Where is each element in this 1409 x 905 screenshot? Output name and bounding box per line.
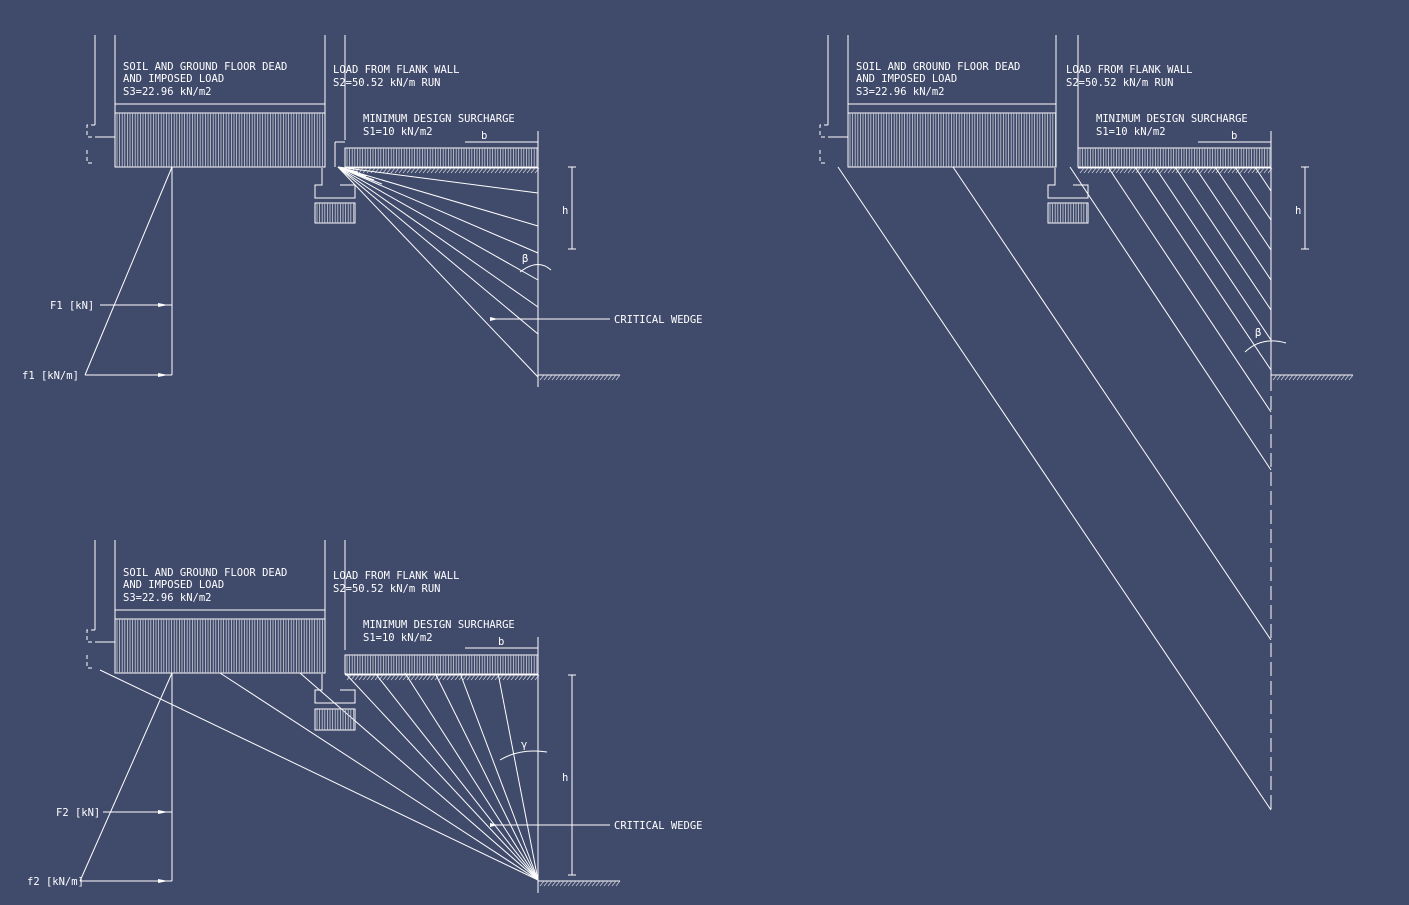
flank-footing bbox=[1047, 168, 1089, 199]
soil-load-hatch bbox=[847, 112, 1057, 168]
load-diagram-1 bbox=[84, 166, 173, 376]
surcharge-label: MINIMUM DESIGN SURCHARGE bbox=[363, 113, 515, 125]
soil-label: SOIL AND GROUND FLOOR DEAD bbox=[123, 61, 287, 73]
surcharge-label: S1=10 kN/m2 bbox=[363, 632, 433, 644]
f2-label: f2 [kN/m] bbox=[27, 876, 84, 888]
soil-label: AND IMPOSED LOAD bbox=[856, 73, 957, 85]
gamma-arc bbox=[499, 750, 548, 761]
soil-label: SOIL AND GROUND FLOOR DEAD bbox=[123, 567, 287, 579]
soil-load-hatch bbox=[114, 112, 326, 168]
soil-label: AND IMPOSED LOAD bbox=[123, 579, 224, 591]
b-label: b bbox=[498, 636, 504, 648]
surcharge-label: S1=10 kN/m2 bbox=[363, 126, 433, 138]
soil-label: S3=22.96 kN/m2 bbox=[856, 86, 945, 98]
flank-label: S2=50.52 kN/m RUN bbox=[333, 583, 440, 595]
surcharge-hatch bbox=[344, 654, 539, 675]
h-label: h bbox=[1295, 205, 1301, 217]
ground-hatch bbox=[538, 880, 621, 887]
surcharge-label: S1=10 kN/m2 bbox=[1096, 126, 1166, 138]
h-dimension bbox=[568, 166, 576, 250]
ground-hatch bbox=[1271, 374, 1354, 381]
soil-load-hatch bbox=[114, 618, 326, 674]
beta-label: β bbox=[522, 253, 528, 265]
surcharge-hatch bbox=[344, 147, 539, 168]
surcharge-label: MINIMUM DESIGN SURCHARGE bbox=[1096, 113, 1248, 125]
footing-hatch bbox=[314, 708, 356, 731]
b-label: b bbox=[481, 130, 487, 142]
flank-footing bbox=[314, 674, 356, 704]
h-label: h bbox=[562, 205, 568, 217]
surcharge-label: MINIMUM DESIGN SURCHARGE bbox=[363, 619, 515, 631]
trial-wedge-lines bbox=[337, 166, 539, 378]
ground-hatch bbox=[345, 167, 540, 174]
h-dimension bbox=[568, 674, 576, 876]
h-dimension bbox=[1301, 166, 1309, 250]
surcharge-hatch bbox=[1077, 147, 1272, 168]
trial-wedge-lines bbox=[99, 669, 539, 881]
critical-wedge-label: CRITICAL WEDGE bbox=[614, 314, 703, 326]
ground-hatch bbox=[1078, 167, 1273, 174]
footing-hatch bbox=[314, 202, 356, 224]
footing-hatch bbox=[1047, 202, 1089, 224]
ground-hatch bbox=[345, 674, 540, 681]
soil-label: SOIL AND GROUND FLOOR DEAD bbox=[856, 61, 1020, 73]
ground-hatch bbox=[538, 374, 621, 381]
panel-bottom-left: SOIL AND GROUND FLOOR DEAD AND IMPOSED L… bbox=[27, 540, 703, 893]
h-label: h bbox=[562, 772, 568, 784]
soil-label: AND IMPOSED LOAD bbox=[123, 73, 224, 85]
flank-label: LOAD FROM FLANK WALL bbox=[1066, 64, 1192, 76]
beta-label: β bbox=[1255, 327, 1261, 339]
gamma-label: γ bbox=[521, 739, 527, 751]
flank-label: LOAD FROM FLANK WALL bbox=[333, 570, 459, 582]
flank-label: S2=50.52 kN/m RUN bbox=[333, 77, 440, 89]
f1-label: f1 [kN/m] bbox=[22, 370, 79, 382]
flank-label: LOAD FROM FLANK WALL bbox=[333, 64, 459, 76]
panel-right: SOIL AND GROUND FLOOR DEAD AND IMPOSED L… bbox=[819, 35, 1354, 811]
soil-label: S3=22.96 kN/m2 bbox=[123, 86, 212, 98]
beta-arc bbox=[1244, 340, 1287, 353]
b-label: b bbox=[1231, 130, 1237, 142]
parallel-failure-lines bbox=[837, 166, 1272, 811]
flank-label: S2=50.52 kN/m RUN bbox=[1066, 77, 1173, 89]
critical-wedge-label: CRITICAL WEDGE bbox=[614, 820, 703, 832]
load-diagram-2 bbox=[79, 672, 173, 882]
soil-label: S3=22.96 kN/m2 bbox=[123, 592, 212, 604]
panel-top-left: SOIL AND GROUND FLOOR DEAD AND IMPOSED L… bbox=[22, 35, 703, 387]
F1-label: F1 [kN] bbox=[50, 300, 94, 312]
beta-arc bbox=[519, 264, 552, 273]
F2-label: F2 [kN] bbox=[56, 807, 100, 819]
